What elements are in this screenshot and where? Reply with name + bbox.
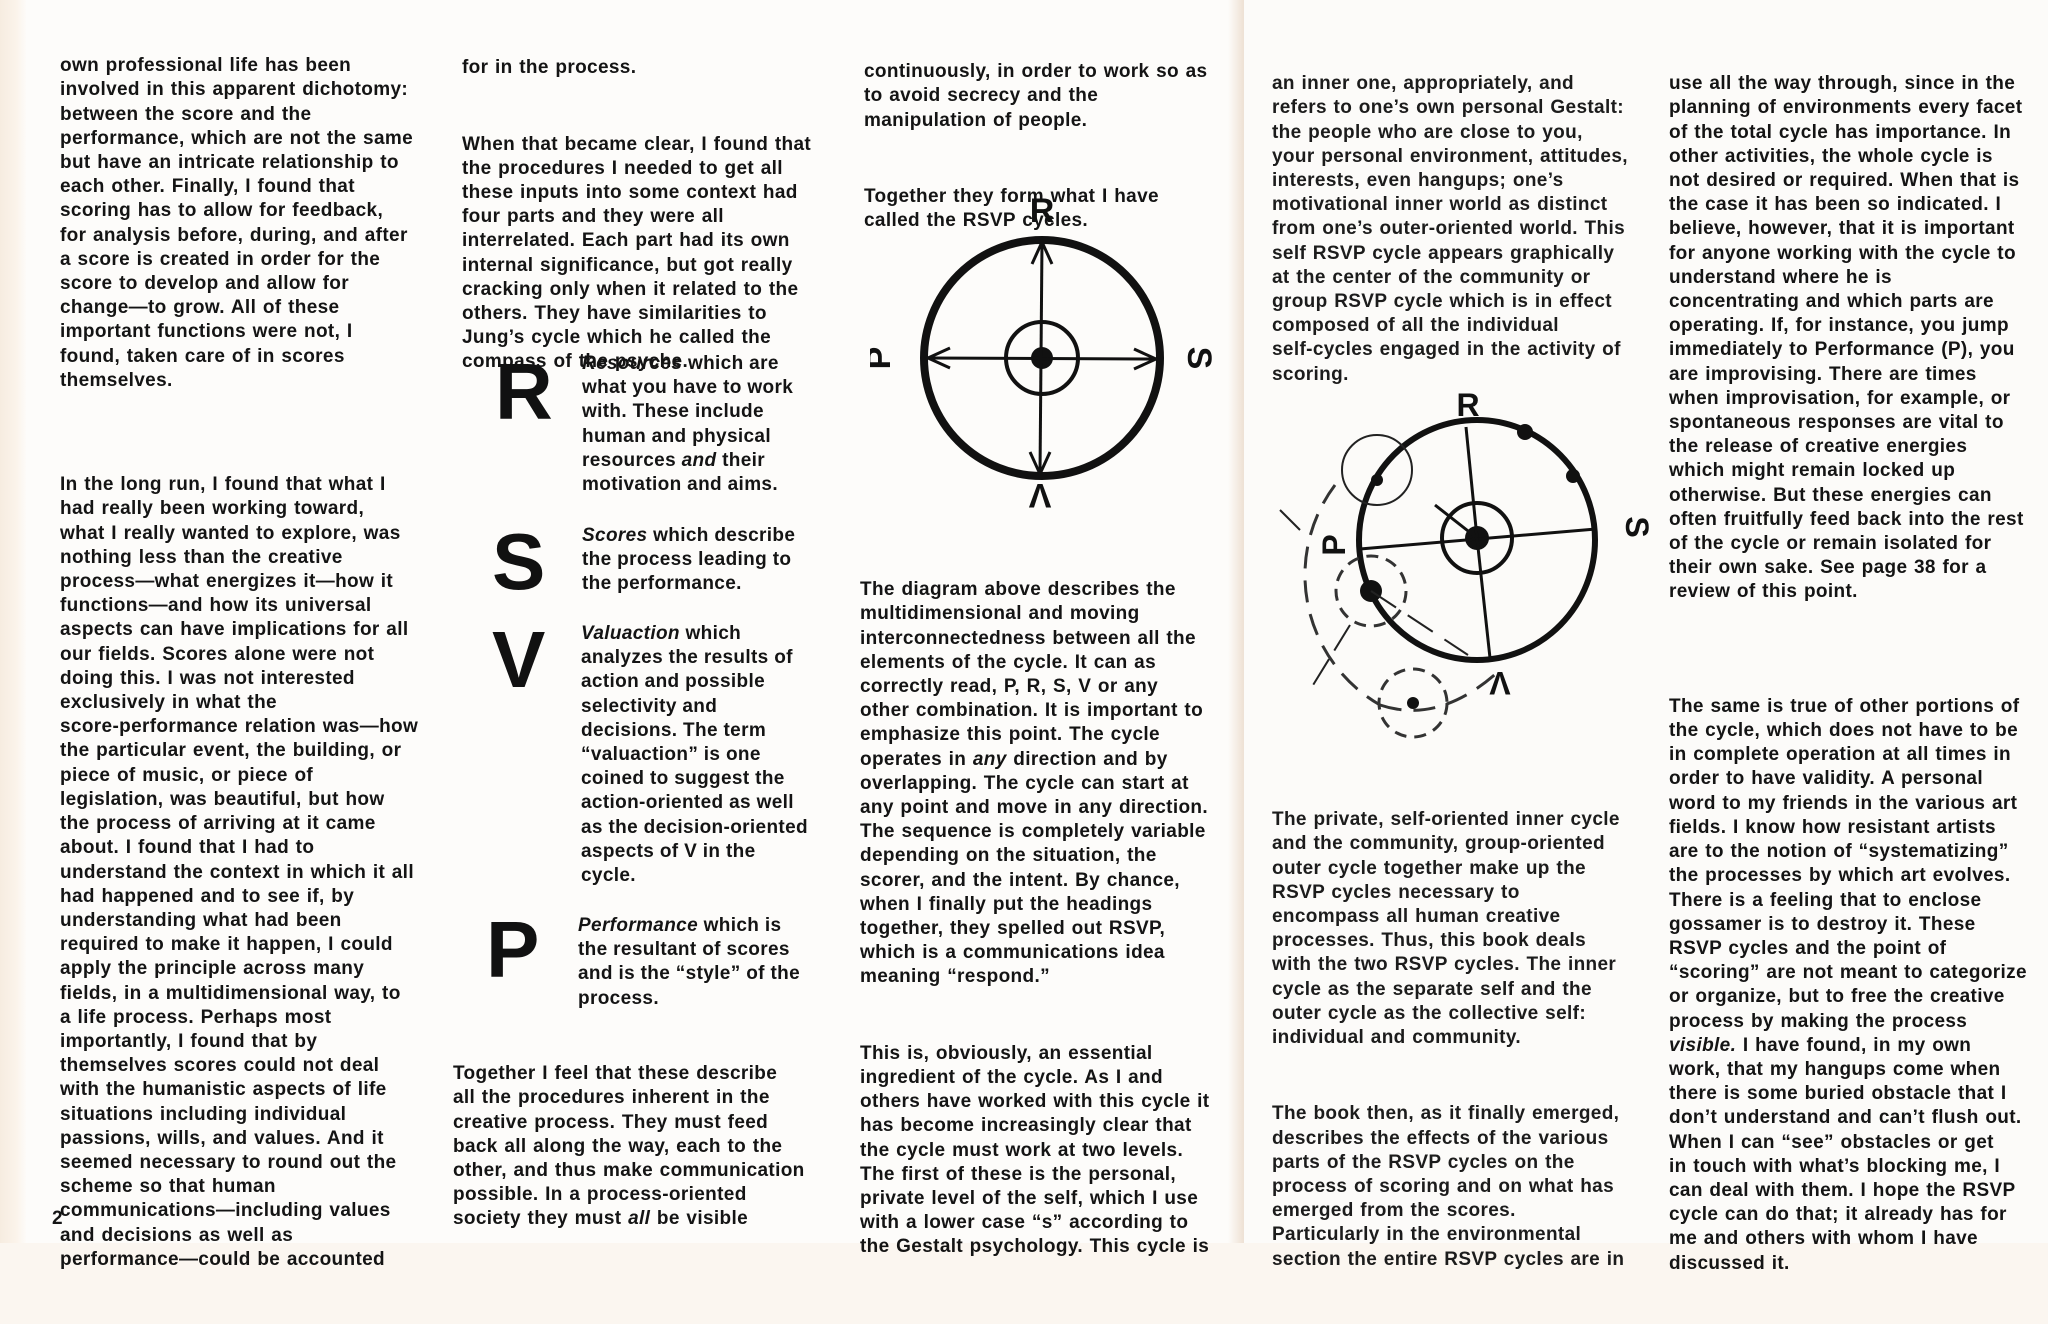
self-cycle-circle <box>1440 501 1514 575</box>
group-cycle-circle <box>1356 417 1598 663</box>
small-circle <box>1341 434 1413 506</box>
paragraph: The same is true of other portions of th… <box>1669 695 2027 1274</box>
label-p: P <box>870 347 898 370</box>
rsvp-letter-s: S <box>492 517 546 606</box>
paragraph: for in the process. <box>462 57 637 79</box>
definition-resources: Resources which are what you have to wor… <box>582 353 794 496</box>
right-column-2: use all the way through, since in the pl… <box>1669 48 2048 1324</box>
paragraph: The book then, as it finally emerged, de… <box>1272 1103 1625 1270</box>
rsvp-letter-r: R <box>495 347 553 436</box>
definition-performance: Performance which is the resultant of sc… <box>578 915 801 1009</box>
label-v: V <box>1028 476 1051 514</box>
dashed-self-circle <box>1377 667 1449 739</box>
arrow-right-icon <box>1133 347 1160 371</box>
paragraph: use all the way through, since in the pl… <box>1669 73 2024 603</box>
right-page: an inner one, appropriately, and refers … <box>1244 0 2048 1274</box>
definition-valuaction: Valuaction which analyzes the results of… <box>581 623 808 887</box>
left-column-3-body: The diagram above describes the multidim… <box>860 554 1230 1308</box>
right-column-1: an inner one, appropriately, and refers … <box>1272 48 1652 435</box>
community-arc <box>1303 484 1381 707</box>
page-number: 2 <box>52 1208 63 1229</box>
paragraph: an inner one, appropriately, and refers … <box>1272 73 1628 385</box>
left-column-3: continuously, in order to work so as to … <box>864 36 1234 282</box>
rsvp-letter-p: P <box>486 905 540 994</box>
label-r: R <box>1456 387 1479 423</box>
paragraph: continuously, in order to work so as to … <box>864 61 1208 131</box>
label-p: P <box>1316 534 1352 555</box>
paragraph: Together I feel that these describe all … <box>453 1063 805 1230</box>
paragraph: own professional life has been involved … <box>60 55 414 391</box>
paragraph: The private, self-oriented inner cycle a… <box>1272 809 1620 1049</box>
label-s: S <box>1619 516 1655 537</box>
paragraph: When that became clear, I found that the… <box>462 133 812 373</box>
cycle-dot <box>1517 424 1533 440</box>
label-r: R <box>1030 192 1055 230</box>
left-column-1: own professional life has been involved … <box>60 30 440 1320</box>
definition-scores: Scores which describe the process leadin… <box>582 525 796 595</box>
left-column-2: for in the process. When that became cle… <box>462 32 852 423</box>
left-column-2-closing: Together I feel that these describe all … <box>453 1038 843 1280</box>
arrow-left-icon <box>924 346 951 370</box>
label-s: S <box>1180 347 1218 370</box>
arrow-up-icon <box>1030 238 1054 265</box>
dashed-self-circle <box>1334 554 1408 628</box>
rsvp-cycles-community-diagram: R S V P <box>1279 387 1655 739</box>
rsvp-letter-v: V <box>492 615 546 704</box>
right-column-1-body: The private, self-oriented inner cycle a… <box>1272 784 1652 1320</box>
paragraph: This is, obviously, an essential ingredi… <box>860 1042 1210 1258</box>
left-page: own professional life has been involved … <box>0 0 1234 1270</box>
paragraph: In the long run, I found that what I had… <box>60 474 419 1270</box>
paragraph: Together they form what I have called th… <box>864 186 1159 232</box>
label-v: V <box>1489 665 1511 701</box>
page-edge <box>0 0 26 1243</box>
paragraph: The diagram above describes the multidim… <box>860 579 1208 988</box>
arrow-down-icon <box>1028 451 1052 478</box>
cycle-dot <box>1566 469 1580 483</box>
rsvp-cycle-diagram: R S V P <box>870 192 1218 514</box>
